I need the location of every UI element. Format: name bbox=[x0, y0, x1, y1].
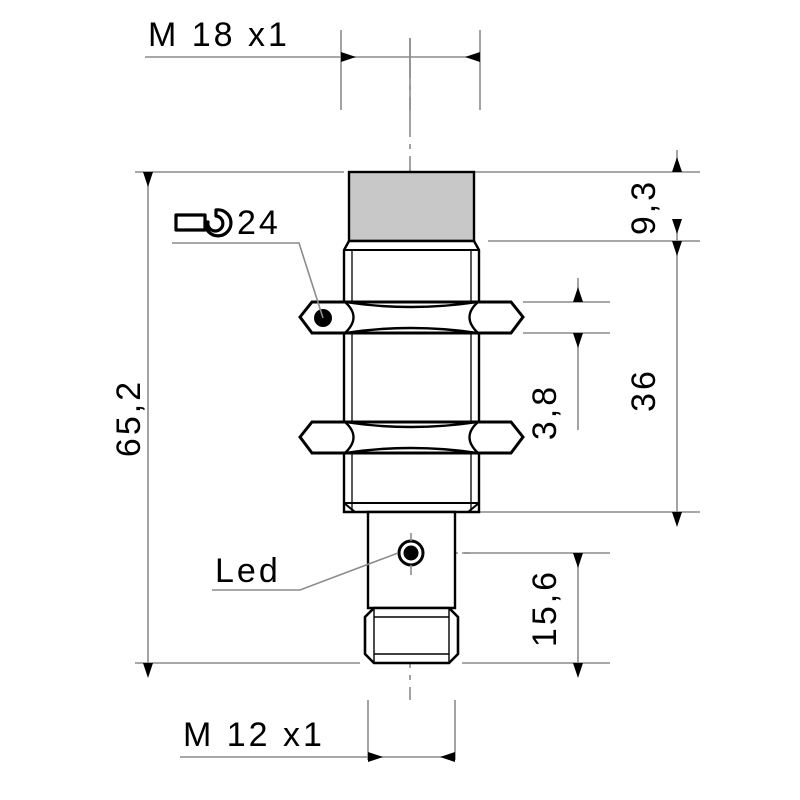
dimension-total-length: 65,2 bbox=[110, 172, 153, 678]
threaded-body bbox=[342, 239, 481, 514]
callout-wrench: 24 bbox=[172, 204, 324, 319]
label-65-2: 65,2 bbox=[110, 379, 148, 457]
dimension-m12: M 12 x1 bbox=[180, 716, 455, 762]
thread-lines bbox=[351, 250, 472, 512]
dimension-face-length: 9,3 bbox=[625, 150, 682, 241]
sensor-body bbox=[298, 170, 525, 665]
label-m18: M 18 x1 bbox=[148, 16, 290, 54]
callout-led: Led bbox=[212, 552, 399, 591]
dimension-thread-length: 36 bbox=[625, 241, 682, 527]
led-leader-line bbox=[212, 552, 399, 591]
dimension-nut-thickness: 3,8 bbox=[526, 278, 583, 440]
hex-nut-lower bbox=[298, 420, 525, 455]
label-3-8: 3,8 bbox=[526, 384, 564, 440]
hex-nut-upper bbox=[298, 300, 525, 335]
led-icon bbox=[397, 533, 425, 575]
label-15-6: 15,6 bbox=[526, 569, 564, 647]
wrench-leader-line bbox=[172, 242, 324, 319]
label-wrench-24: 24 bbox=[237, 204, 281, 242]
body-bottom-chamfer bbox=[343, 502, 480, 513]
label-m12: M 12 x1 bbox=[183, 716, 325, 754]
dimension-m18: M 18 x1 bbox=[145, 16, 480, 62]
m12-connector bbox=[363, 606, 460, 665]
wrench-icon bbox=[174, 208, 233, 238]
dimension-connector-length: 15,6 bbox=[526, 553, 583, 678]
sensing-face bbox=[347, 170, 476, 243]
label-led: Led bbox=[215, 552, 281, 590]
label-9-3: 9,3 bbox=[625, 179, 663, 235]
body-chamfer bbox=[343, 240, 480, 251]
label-36: 36 bbox=[625, 368, 663, 412]
